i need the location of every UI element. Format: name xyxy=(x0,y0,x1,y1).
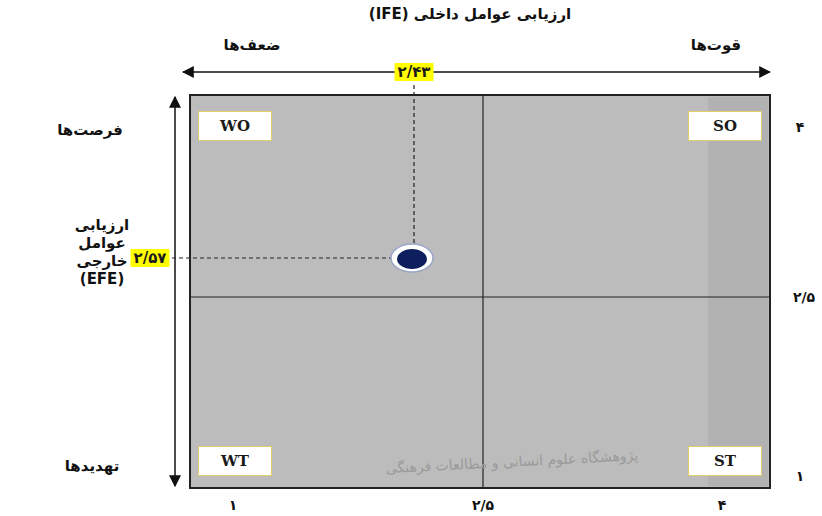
axis-side-label: فرصت‌ها xyxy=(57,121,123,139)
scale-number: ۴ xyxy=(718,497,727,514)
quadrant-box: ST xyxy=(688,446,762,476)
axis-title: ارزیابی عوامل داخلی (IFE) xyxy=(369,5,571,23)
scale-number: ۱ xyxy=(796,468,805,485)
midline-horizontal xyxy=(190,296,770,297)
matrix-frame xyxy=(190,95,770,488)
position-ring xyxy=(391,244,433,272)
ife-dashed-guide xyxy=(413,85,414,246)
axis-side-label: تهدیدها xyxy=(65,457,120,475)
scale-number: ۲/۵ xyxy=(472,497,494,514)
midline-vertical xyxy=(482,95,483,488)
axis-side-label: قوت‌ها xyxy=(691,36,741,54)
efe-axis-arrow xyxy=(174,97,176,486)
axis-value: ۲/۵۷ xyxy=(131,249,170,267)
axis-value: ۲/۴۳ xyxy=(395,63,434,81)
axis-side-label: ضعف‌ها xyxy=(224,36,281,54)
position-dot xyxy=(397,249,427,269)
quadrant-code: ST xyxy=(714,452,736,470)
watermark: پژوهشگاه علوم انسانی و مطالعات فرهنگی xyxy=(385,447,638,477)
scale-number: ۱ xyxy=(229,497,238,514)
axis-title: ارزیابی عوامل خارجی (EFE) xyxy=(63,216,141,288)
quadrant-code: WT xyxy=(221,452,249,470)
quadrant-code: WO xyxy=(220,117,250,135)
matrix-shade xyxy=(708,97,768,486)
quadrant-box: WT xyxy=(198,446,272,476)
scale-number: ۲/۵ xyxy=(793,289,815,306)
quadrant-box: WO xyxy=(198,111,272,141)
ife-axis-arrow xyxy=(183,71,770,73)
scale-number: ۴ xyxy=(796,119,805,136)
efe-dashed-guide xyxy=(172,257,396,258)
quadrant-code: SO xyxy=(713,117,737,135)
quadrant-box: SO xyxy=(688,111,762,141)
